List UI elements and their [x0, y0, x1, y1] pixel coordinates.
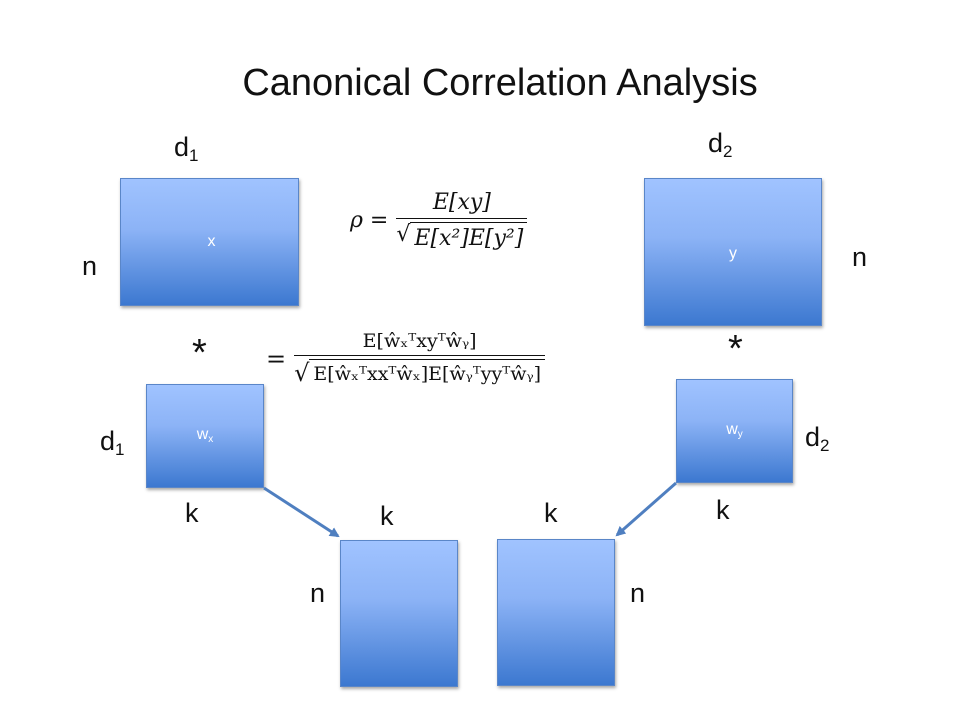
correlation-formula: ρ = E[xy] √ E[x²]E[y²]	[350, 190, 528, 251]
multiply-star-left: *	[192, 332, 207, 374]
multiply-star-right: *	[728, 328, 743, 370]
matrix-y: y	[644, 178, 822, 326]
matrix-x: x	[120, 178, 299, 306]
formula2-numerator: E[ŵₓᵀxyᵀŵᵧ]	[362, 330, 477, 352]
label-k-bottom-right: k	[544, 498, 558, 528]
label-n-right: n	[852, 242, 868, 272]
label-k-bottom-left: k	[380, 501, 394, 531]
label-d1-mid: d1	[100, 426, 125, 459]
formula-numerator: E[xy]	[432, 190, 491, 215]
label-n-bottom-left: n	[310, 578, 326, 608]
sqrt-symbol: √	[396, 222, 411, 247]
formula-denominator: √ E[x²]E[y²]	[396, 218, 528, 251]
formula2-equals: =	[266, 344, 287, 373]
slide-title: Canonical Correlation Analysis	[242, 62, 758, 104]
matrix-wy-label: wy	[726, 421, 743, 440]
label-k-wx: k	[185, 498, 199, 528]
formula-radicand: E[x²]E[y²]	[410, 222, 528, 251]
label-n-bottom-right: n	[630, 578, 646, 608]
label-n-left: n	[82, 251, 98, 281]
projected-matrix-y	[497, 539, 615, 686]
matrix-y-label: y	[729, 245, 737, 262]
formula2-radicand: E[ŵₓᵀxxᵀŵₓ]E[ŵᵧᵀyyᵀŵᵧ]	[309, 359, 546, 385]
label-d2-top: d2	[708, 128, 733, 161]
arrow-wx-to-projected-x	[263, 486, 340, 538]
label-d1-top: d1	[174, 132, 199, 165]
formula2-fraction: E[ŵₓᵀxyᵀŵᵧ] √ E[ŵₓᵀxxᵀŵₓ]E[ŵᵧᵀyyᵀŵᵧ]	[294, 330, 546, 387]
sqrt-symbol-2: √	[294, 359, 310, 387]
formula-rho-lhs: ρ =	[350, 208, 389, 233]
label-d2-mid: d2	[805, 422, 830, 455]
label-k-wy: k	[716, 495, 730, 525]
matrix-wx-label: wx	[196, 426, 214, 445]
matrix-wy: wy	[676, 379, 793, 483]
expanded-correlation-formula: = E[ŵₓᵀxyᵀŵᵧ] √ E[ŵₓᵀxxᵀŵₓ]E[ŵᵧᵀyyᵀŵᵧ]	[266, 330, 546, 387]
matrix-wx: wx	[146, 384, 264, 488]
matrix-x-label: x	[207, 233, 216, 250]
arrow-wy-to-projected-y	[615, 481, 677, 537]
formula2-denominator: √ E[ŵₓᵀxxᵀŵₓ]E[ŵᵧᵀyyᵀŵᵧ]	[294, 355, 546, 387]
formula-fraction: E[xy] √ E[x²]E[y²]	[396, 190, 528, 251]
projected-matrix-x	[340, 540, 458, 687]
